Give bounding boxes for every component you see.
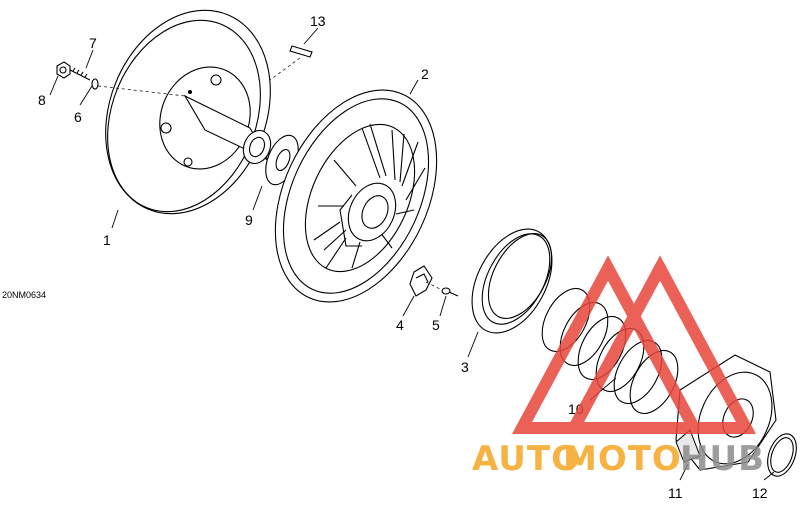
leader-lines <box>49 27 775 481</box>
watermark-triangles-logo <box>511 255 757 434</box>
parts-6-7-8-fasteners <box>56 61 186 97</box>
callout-9: 9 <box>245 212 253 228</box>
watermark: AUTO MOTO HUB <box>472 255 765 479</box>
callout-11: 11 <box>668 485 683 501</box>
callout-12: 12 <box>752 485 768 501</box>
part-12-circlip <box>767 433 797 477</box>
part-13-key <box>269 45 313 81</box>
part-4-slider-shoe <box>409 265 447 297</box>
callout-7: 7 <box>89 35 97 51</box>
callout-13: 13 <box>310 13 326 29</box>
callout-1: 1 <box>103 232 111 248</box>
watermark-auto: AUTO <box>472 439 581 479</box>
callout-5: 5 <box>432 317 440 333</box>
part-2-movable-sheave <box>274 89 438 303</box>
callout-8: 8 <box>38 92 46 108</box>
part-5-screw <box>441 287 459 297</box>
part-1-fixed-sheave <box>105 9 272 215</box>
callout-4: 4 <box>396 317 404 333</box>
watermark-hub: HUB <box>680 439 765 479</box>
diagram-code: 20NM0634 <box>2 290 46 300</box>
callout-6: 6 <box>74 109 82 125</box>
callout-3: 3 <box>461 359 469 375</box>
part-3-ring <box>471 228 553 334</box>
callouts: 1 2 3 4 5 6 7 8 9 10 11 12 13 <box>38 13 768 501</box>
watermark-moto: MOTO <box>563 439 682 479</box>
callout-2: 2 <box>421 66 429 82</box>
